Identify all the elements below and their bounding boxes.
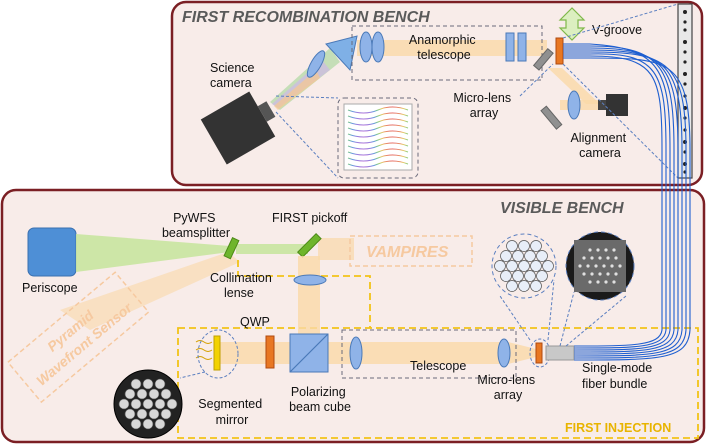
qwp-label: QWP xyxy=(240,315,270,329)
fiber-bundle-cables xyxy=(563,43,691,361)
telescope-lens-2 xyxy=(497,338,511,368)
pickoff-vertical-beam xyxy=(298,256,320,334)
alignment-mirror-icon xyxy=(540,105,563,130)
pywfs-beamsplitter-icon xyxy=(223,237,240,260)
first-pickoff-icon xyxy=(296,232,322,258)
v-groove-icon xyxy=(555,37,564,65)
spectrum-traces xyxy=(347,106,409,168)
alignment-camera-icon xyxy=(598,94,628,116)
polarizing-beam-cube-icon xyxy=(289,333,329,373)
polarizing-beam-cube-label: Polarizing beam cube xyxy=(289,385,351,414)
visible-bench-title: VISIBLE BENCH xyxy=(500,200,624,217)
periscope-beam xyxy=(76,234,230,272)
up-down-arrow-icon xyxy=(558,7,586,41)
micro-lens-array-top-label: Micro-lens array xyxy=(453,91,514,120)
periscope-label: Periscope xyxy=(22,281,78,295)
pywfs-beamsplitter-label: PyWFS beamsplitter xyxy=(162,211,230,240)
v-groove-fiber-dots xyxy=(683,10,687,174)
first-injection-label: FIRST INJECTION xyxy=(565,421,671,435)
segmented-mirror-label: Segmented mirror xyxy=(198,397,265,427)
alignment-lens-icon xyxy=(567,90,581,120)
collimation-lense-label: Collimation lense xyxy=(210,271,275,300)
recombination-bench-title: FIRST RECOMBINATION BENCH xyxy=(182,9,430,26)
first-injection-box xyxy=(177,327,699,439)
telescope-label: Telescope xyxy=(410,359,466,373)
cylindrical-lens-1 xyxy=(505,32,515,62)
alignment-camera-label: Alignment camera xyxy=(570,131,629,160)
qwp-icon xyxy=(265,335,275,369)
vampires-box xyxy=(349,235,473,267)
collimation-lens-icon xyxy=(293,274,327,286)
anamorphic-telescope-box xyxy=(351,25,543,81)
vampires-label: VAMPIRES xyxy=(366,244,449,261)
anamorphic-lens-1 xyxy=(359,31,373,63)
micro-lens-hex-pattern xyxy=(494,240,554,292)
telescope-lens-1 xyxy=(349,336,363,370)
cylindrical-lens-2 xyxy=(517,32,527,62)
telescope-beam xyxy=(357,40,547,56)
science-camera-label: Science camera xyxy=(210,61,258,90)
hex-segments xyxy=(118,378,178,430)
anamorphic-lens-2 xyxy=(371,31,385,63)
prism-icon xyxy=(325,35,358,72)
spectrum-inset-image xyxy=(343,103,413,171)
periscope-icon xyxy=(27,227,77,277)
flip-mirror-icon xyxy=(532,47,554,71)
v-groove-label: V-groove xyxy=(592,23,642,37)
fiber-bundle-connector xyxy=(545,345,575,361)
single-mode-fiber-bundle-label: Single-mode fiber bundle xyxy=(582,361,656,391)
micro-lens-array-bottom-label: Micro-lens array xyxy=(477,373,538,402)
first-recombination-bench: FIRST RECOMBINATION BENCH Science camera… xyxy=(170,0,704,187)
first-pickoff-label: FIRST pickoff xyxy=(272,211,348,225)
telescope-box xyxy=(341,329,517,379)
anamorphic-telescope-label: Anamorphic telescope xyxy=(409,33,479,62)
visible-bench: VISIBLE BENCH Periscope PyWFS beamsplitt… xyxy=(0,188,706,444)
micro-lens-array-icon xyxy=(535,342,543,364)
science-camera-icon xyxy=(200,91,276,165)
prism-lens-icon xyxy=(306,50,326,78)
fiber-core-dots xyxy=(578,248,622,284)
